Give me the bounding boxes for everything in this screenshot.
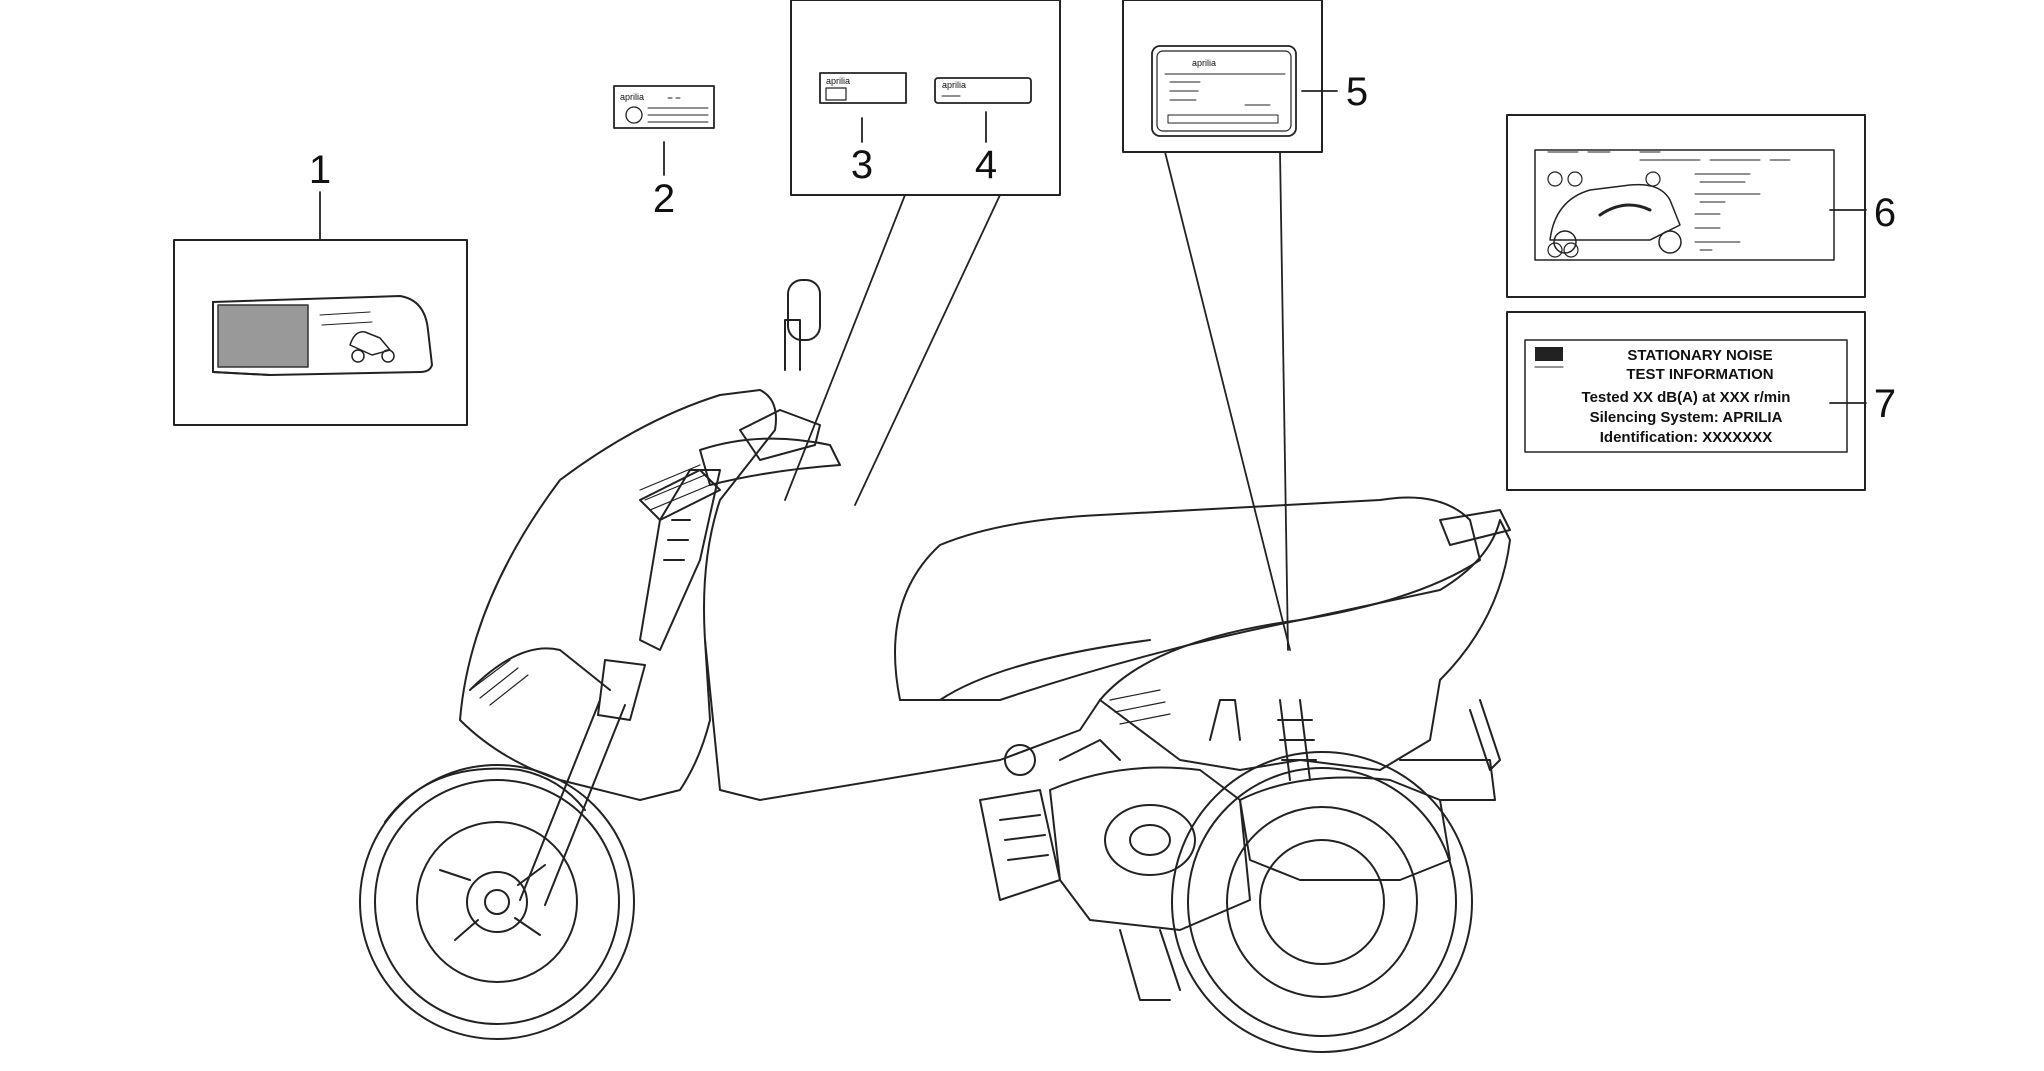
leader-5b-to-scooter	[1279, 151, 1289, 651]
leader-5a-to-scooter	[1164, 151, 1291, 651]
rear-body	[1099, 519, 1511, 771]
front-wheel	[359, 764, 635, 1040]
front-fork	[519, 659, 646, 906]
item-5-brand-text: aprilia	[1192, 58, 1216, 68]
leader-lines	[319, 90, 1867, 651]
callout-4: 4	[974, 143, 998, 187]
noise-title-line-2: TEST INFORMATION	[1626, 366, 1773, 383]
noise-title-line-1: STATIONARY NOISE	[1627, 347, 1772, 364]
callout-5: 5	[1345, 70, 1369, 114]
front-stripe	[469, 464, 711, 706]
callout-3: 3	[850, 143, 874, 187]
rear-shock	[1277, 699, 1317, 781]
front-fairing	[459, 389, 777, 801]
item-2-label-graphic: aprilia	[613, 85, 715, 129]
item-1-owner-manual-box	[173, 239, 468, 426]
floorboard	[704, 639, 1101, 801]
item-3-brand-text: aprilia	[826, 76, 850, 86]
leader-4-to-scooter	[854, 194, 1001, 506]
center-stand	[1119, 929, 1181, 1001]
callout-1: 1	[308, 148, 332, 192]
leader-3-to-scooter	[784, 194, 906, 501]
seat	[894, 496, 1481, 701]
item-6-box	[1506, 114, 1866, 298]
item-4-brand-text: aprilia	[942, 80, 966, 90]
noise-line-3: Identification: XXXXXXX	[1600, 429, 1773, 446]
handlebar	[639, 279, 841, 651]
callout-2: 2	[652, 177, 676, 221]
item-7-box: STATIONARY NOISE TEST INFORMATION Tested…	[1506, 311, 1866, 491]
noise-line-1: Tested XX dB(A) at XXX r/min	[1582, 389, 1791, 406]
rear-wheel	[1171, 751, 1473, 1053]
items-3-4-box: aprilia aprilia	[790, 0, 1061, 196]
item-2-brand-text: aprilia	[620, 92, 644, 102]
noise-line-2: Silencing System: APRILIA	[1590, 409, 1783, 426]
item-5-box: aprilia	[1122, 0, 1323, 153]
engine-assembly	[979, 699, 1251, 931]
muffler	[1239, 776, 1451, 881]
callout-7: 7	[1873, 382, 1897, 426]
scooter-illustration	[359, 279, 1511, 1053]
callout-6: 6	[1873, 191, 1897, 235]
